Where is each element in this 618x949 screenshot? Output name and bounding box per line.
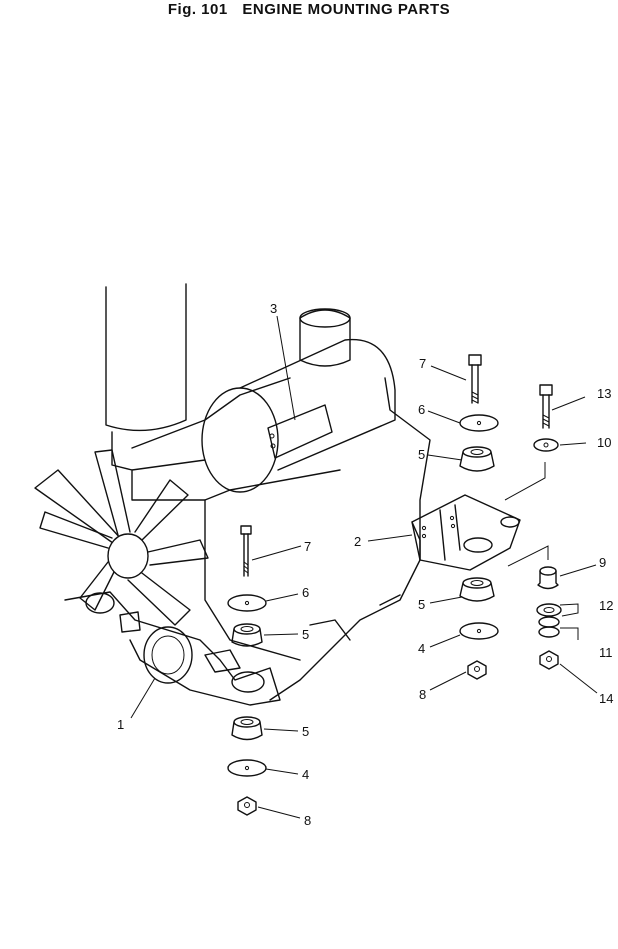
callout-4-left: 4: [302, 767, 309, 782]
callout-11: 11: [599, 645, 613, 660]
callout-labels: 1 2 3 4 4 5 5 5 5 6 6 7 7 8 8 9 10 11 12…: [117, 301, 613, 828]
callout-3: 3: [270, 301, 277, 316]
callout-5-right-lower: 5: [418, 597, 425, 612]
engine-assembly: [34, 283, 431, 706]
callout-8-left: 8: [304, 813, 311, 828]
callout-10: 10: [597, 435, 611, 450]
mounting-bracket: [411, 494, 521, 571]
leader-lines: [130, 315, 598, 819]
callout-14: 14: [599, 691, 613, 706]
callout-1: 1: [117, 717, 124, 732]
callout-4-right: 4: [418, 641, 425, 656]
callout-6-right: 6: [418, 402, 425, 417]
callout-9: 9: [599, 555, 606, 570]
figure-title: ENGINE MOUNTING PARTS: [242, 1, 451, 18]
callout-5-right-upper: 5: [418, 447, 425, 462]
far-right-hardware: [533, 384, 562, 670]
callout-5-left-upper: 5: [302, 627, 309, 642]
callout-8-right: 8: [419, 687, 426, 702]
callout-6-left: 6: [302, 585, 309, 600]
connector-lines: [504, 462, 579, 640]
left-mount-stack: [227, 525, 267, 816]
callout-7-right: 7: [419, 356, 426, 371]
figure-number: Fig. 101: [167, 1, 228, 18]
callout-2: 2: [354, 534, 361, 549]
right-mount-stack: [459, 354, 499, 680]
callout-13: 13: [597, 386, 611, 401]
callout-12: 12: [599, 598, 613, 613]
page-title: Fig. 101 ENGINE MOUNTING PARTS: [0, 1, 618, 18]
callout-5-left-lower: 5: [302, 724, 309, 739]
callout-7-left: 7: [304, 539, 311, 554]
